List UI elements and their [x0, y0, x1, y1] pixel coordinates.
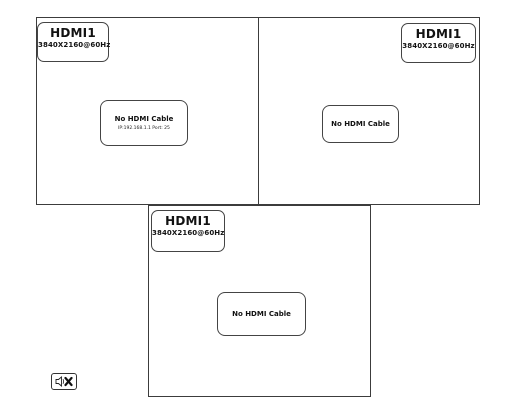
network-info-text: IP:192.168.1.1 Port: 25	[118, 125, 170, 131]
source-name: HDMI1	[165, 214, 211, 228]
source-info-badge: HDMI1 3840X2160@60Hz	[37, 22, 111, 62]
signal-status-box: No HDMI Cable IP:192.168.1.1 Port: 25	[100, 100, 188, 146]
source-resolution: 3840X2160@60Hz	[152, 229, 225, 237]
mute-button[interactable]	[51, 373, 77, 390]
source-name: HDMI1	[415, 27, 462, 41]
video-window-1[interactable]: HDMI1 3840X2160@60Hz No HDMI Cable IP:19…	[36, 17, 259, 205]
video-window-3[interactable]: HDMI1 3840X2160@60Hz No HDMI Cable	[148, 205, 371, 397]
speaker-muted-icon	[55, 376, 73, 387]
source-resolution: 3840X2160@60Hz	[38, 41, 111, 49]
signal-status-text: No HDMI Cable	[232, 309, 291, 318]
video-window-2[interactable]: HDMI1 3840X2160@60Hz No HDMI Cable	[258, 17, 480, 205]
source-resolution: 3840X2160@60Hz	[402, 42, 475, 50]
signal-status-text: No HDMI Cable	[114, 114, 174, 123]
source-name: HDMI1	[50, 26, 96, 40]
source-info-badge: HDMI1 3840X2160@60Hz	[151, 210, 225, 252]
signal-status-text: No HDMI Cable	[331, 119, 390, 128]
source-info-badge: HDMI1 3840X2160@60Hz	[401, 23, 476, 63]
signal-status-box: No HDMI Cable	[322, 105, 399, 143]
signal-status-box: No HDMI Cable	[217, 292, 306, 336]
